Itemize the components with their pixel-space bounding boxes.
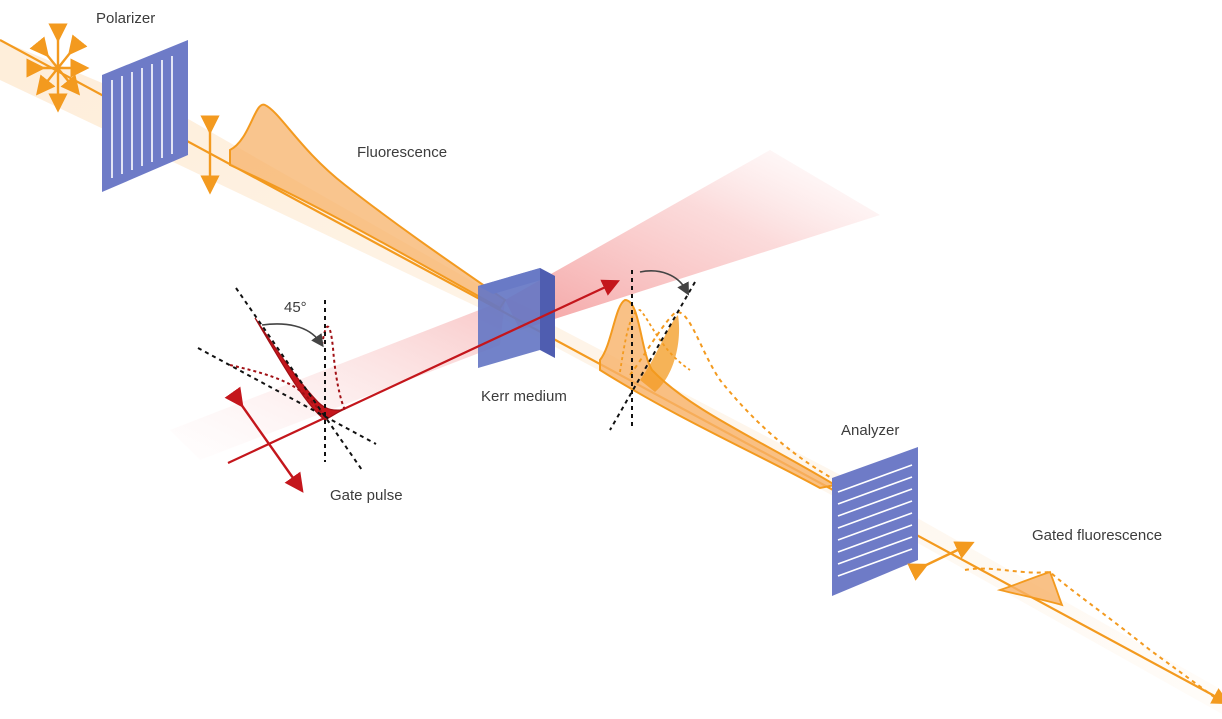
kerr-output-pulse-solid xyxy=(599,298,838,490)
gate-pulse-dotted-vertical xyxy=(321,325,346,411)
angle-label: 45° xyxy=(284,299,307,316)
gated-fluorescence-dotted xyxy=(964,567,1219,701)
kerr-dotted-trace xyxy=(619,309,691,373)
rotation-arc-icon xyxy=(639,270,690,296)
gate-pulse-label: Gate pulse xyxy=(330,487,403,504)
gate-pulse-dotted-horizontal xyxy=(229,364,327,419)
horizontal-polarization-arrow-icon xyxy=(907,541,975,581)
polarizer-plate xyxy=(102,40,188,192)
polarizer-label: Polarizer xyxy=(96,10,156,27)
analyzer-label: Analyzer xyxy=(841,422,900,439)
gated-fluorescence-label: Gated fluorescence xyxy=(1032,527,1163,544)
gate-polarization-arrow-icon xyxy=(224,386,304,493)
gate-pulse-solid xyxy=(254,317,345,421)
kerr-medium-label: Kerr medium xyxy=(481,388,567,405)
kerr-output-pulse-fill-2 xyxy=(640,315,680,392)
gate-guide-lines xyxy=(197,287,377,471)
rotation-arc-45-icon xyxy=(261,323,324,348)
analyzer-guide-lines xyxy=(609,270,696,431)
fluorescence-pulse xyxy=(229,103,507,310)
fluorescence-beam-envelope xyxy=(0,40,1222,714)
kerr-output-pulse-rotated xyxy=(629,311,836,481)
kerr-medium-block xyxy=(478,268,555,368)
gated-fluorescence-pulse xyxy=(996,570,1064,607)
fluorescence-label: Fluorescence xyxy=(357,144,448,161)
unpolarized-star-icon xyxy=(26,23,90,113)
gate-outgoing-glow xyxy=(505,150,880,330)
analyzer-plate xyxy=(832,447,918,596)
